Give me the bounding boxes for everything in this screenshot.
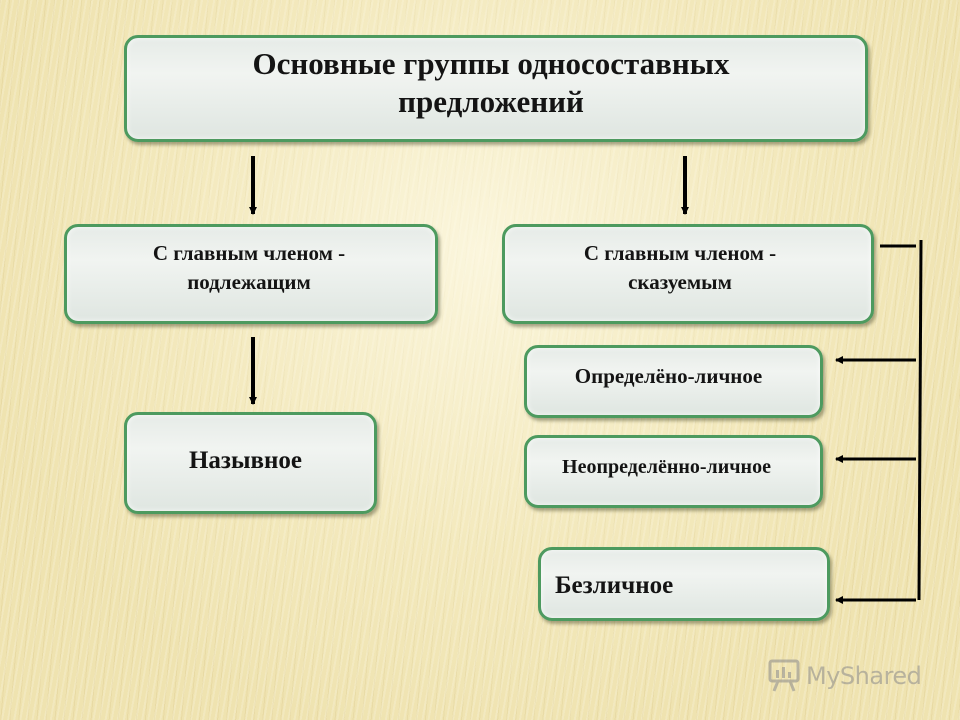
indefinite-personal-label: Неопределённо-личное	[562, 456, 771, 478]
bracket-vertical-line	[917, 239, 923, 601]
branch-predicate-label: С главным членом - сказуемым	[583, 241, 777, 294]
definite-personal-label: Определёно-личное	[574, 364, 763, 388]
nominative-label: Назывное	[188, 447, 302, 474]
indefinite-personal-box: Неопределённо-личное	[524, 435, 823, 508]
branch-subject-label: С главным членом - подлежащим	[152, 241, 346, 294]
definite-personal-box: Определёно-личное	[524, 345, 823, 418]
title-box: Основные группы односоставных предложени…	[124, 35, 868, 142]
impersonal-box: Безличное	[538, 547, 830, 621]
watermark: MyShared	[766, 656, 936, 696]
branch-predicate-box: С главным членом - сказуемым	[502, 224, 874, 324]
branch-subject-box: С главным членом - подлежащим	[64, 224, 438, 324]
diagram-title: Основные группы односоставных предложени…	[252, 45, 730, 119]
presentation-board-icon	[768, 659, 800, 692]
impersonal-label: Безличное	[555, 572, 674, 599]
nominative-box: Назывное	[124, 412, 377, 514]
watermark-text: MyShared	[806, 662, 922, 690]
